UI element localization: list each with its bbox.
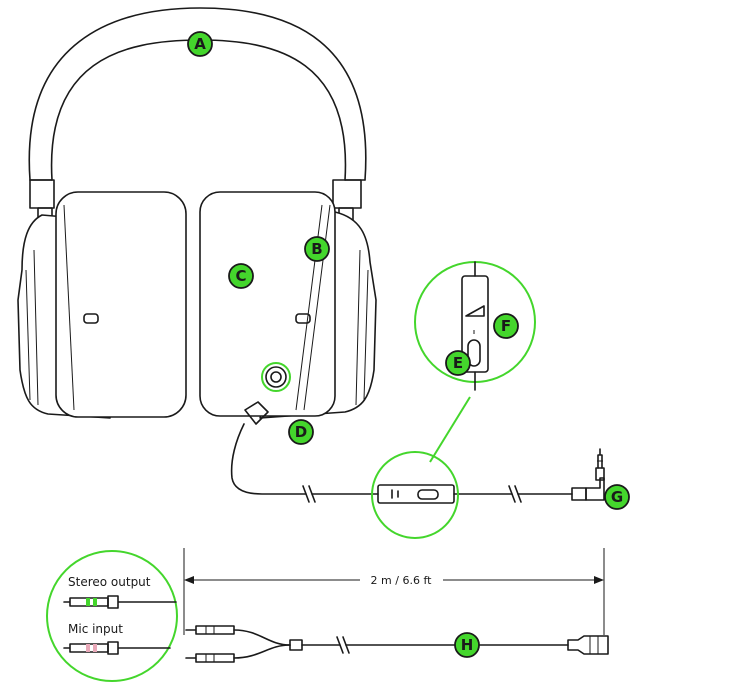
- right-earcup: [199, 191, 377, 425]
- headset-cable: [230, 423, 605, 504]
- svg-text:C: C: [235, 267, 246, 285]
- label-d: D: [288, 419, 314, 445]
- splitter-cable: [183, 548, 609, 663]
- svg-text:H: H: [461, 636, 474, 654]
- svg-text:E: E: [453, 354, 463, 372]
- svg-text:F: F: [501, 317, 511, 335]
- label-g: G: [604, 484, 630, 510]
- label-c: C: [228, 263, 254, 289]
- cable-length-label: 2 m / 6.6 ft: [371, 574, 433, 587]
- label-e: E: [445, 350, 471, 376]
- splitter-callout: Stereo output Mic input: [46, 550, 178, 682]
- inline-control-callout: [371, 261, 536, 539]
- mic-input-label: Mic input: [68, 622, 123, 636]
- svg-text:A: A: [194, 35, 206, 53]
- headband: [28, 7, 367, 223]
- label-f: F: [493, 313, 519, 339]
- left-earcup: [17, 191, 187, 419]
- svg-text:G: G: [611, 488, 623, 506]
- svg-text:B: B: [311, 240, 322, 258]
- label-b: B: [304, 236, 330, 262]
- svg-text:D: D: [295, 423, 307, 441]
- label-h: H: [454, 632, 480, 658]
- stereo-output-label: Stereo output: [68, 575, 151, 589]
- label-a: A: [187, 31, 213, 57]
